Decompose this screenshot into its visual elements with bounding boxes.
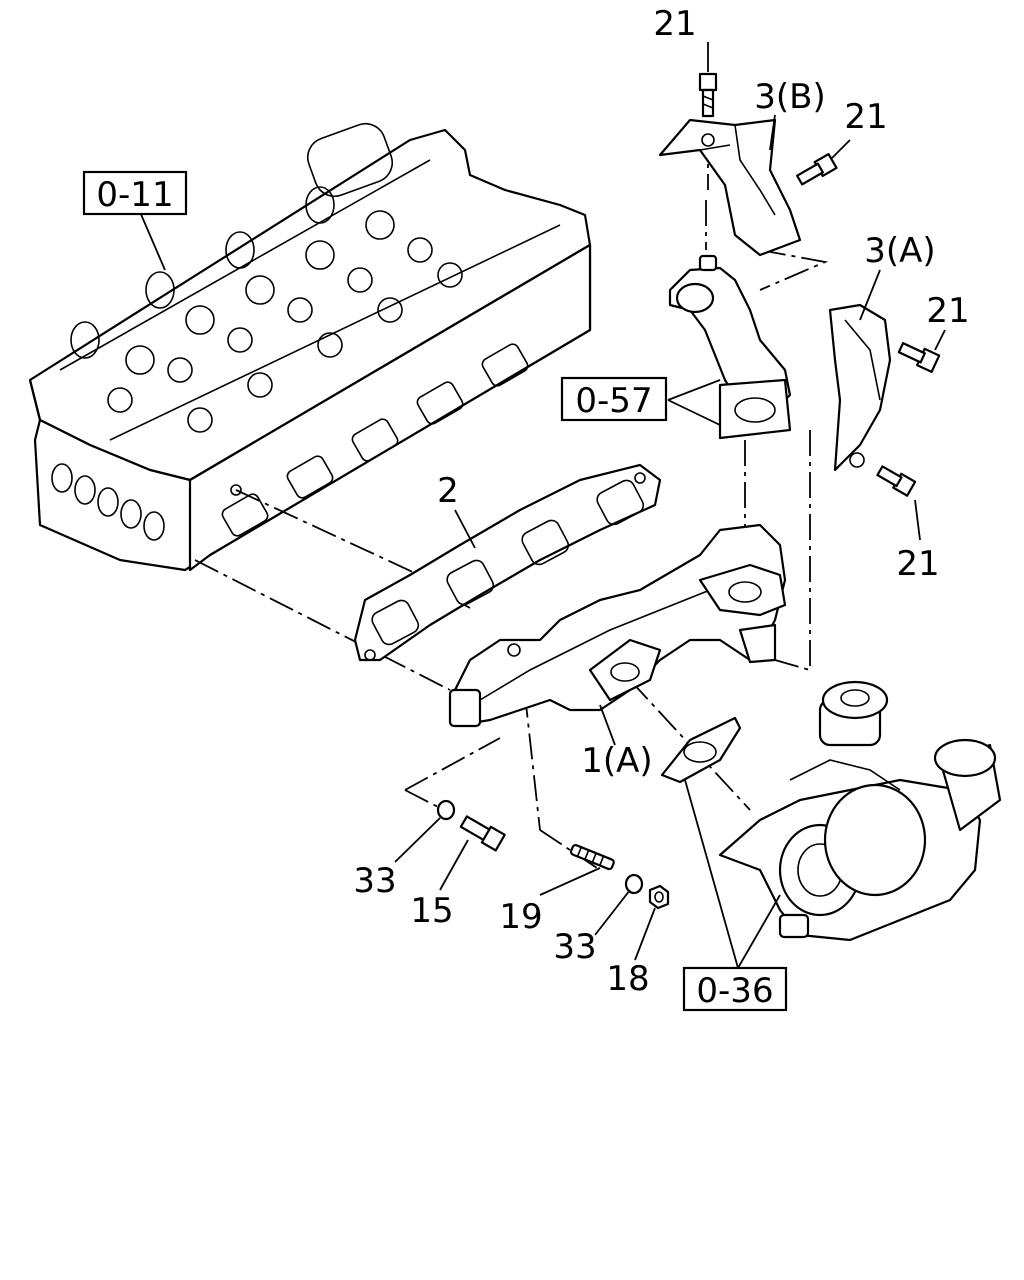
heat-shield-3a (828, 303, 892, 472)
label-21-top: 21 (653, 4, 696, 44)
label-18-nut: 18 (606, 959, 649, 999)
ref-0-57-text: 0-57 (575, 381, 652, 421)
heat-shield-3b (658, 118, 802, 257)
label-19-stud: 19 (499, 897, 542, 937)
washer-33-left (436, 799, 456, 821)
bolt-15 (459, 815, 506, 852)
bolt-21-shield-a-upper (897, 342, 941, 373)
alignment-lines (194, 132, 829, 871)
label-21-lower: 21 (896, 544, 939, 584)
manifold-gasket-2 (353, 463, 662, 662)
exhaust-manifold-1a (448, 523, 787, 728)
callout-labels: 21 3(B) 21 3(A) 21 21 2 1(A) 33 15 19 33… (353, 4, 969, 999)
ref-0-11-text: 0-11 (96, 175, 173, 215)
turbocharger (718, 680, 1002, 942)
ref-box-0-57: 0-57 (560, 376, 668, 422)
cylinder-head (28, 122, 592, 572)
label-21-shield-a: 21 (926, 291, 969, 331)
turbo-gasket (660, 716, 742, 784)
label-15-bolt: 15 (410, 891, 453, 931)
outlet-elbow-pipe (668, 254, 792, 440)
label-3a: 3(A) (864, 231, 935, 271)
ref-box-0-36: 0-36 (682, 966, 788, 1012)
stud-19 (569, 844, 615, 871)
bolt-21-top (698, 72, 718, 118)
nut-18 (648, 884, 670, 910)
label-21-shield-b: 21 (844, 97, 887, 137)
ref-box-0-11: 0-11 (82, 170, 188, 216)
washer-33-right (624, 873, 644, 895)
label-33-left: 33 (353, 861, 396, 901)
label-33-right: 33 (553, 927, 596, 967)
label-3b: 3(B) (754, 77, 826, 117)
label-1a-manifold: 1(A) (581, 741, 652, 781)
ref-0-36-text: 0-36 (696, 971, 773, 1011)
leader-lines (139, 42, 946, 969)
label-2-gasket: 2 (437, 471, 459, 511)
bolt-21-shield-a-lower (876, 465, 917, 497)
bolt-21-shield-b (796, 153, 838, 186)
